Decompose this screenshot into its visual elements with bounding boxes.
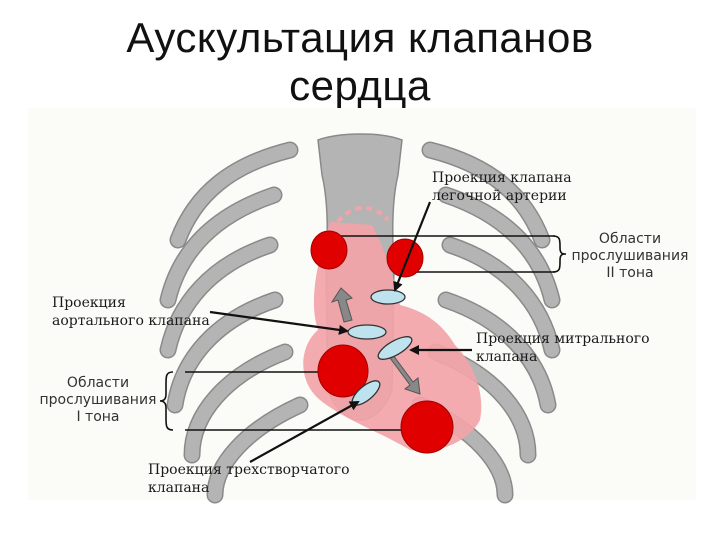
mitral-valve (377, 336, 413, 360)
tricuspid-valve-label: Проекция трехстворчатого клапана (148, 461, 350, 497)
flow-arrow-up (330, 287, 353, 323)
pulmonary-valve (370, 289, 406, 305)
aortic-valve (347, 324, 387, 340)
second-tone-line-3: II тона (606, 265, 654, 281)
aortic-pointer (209, 310, 349, 335)
page-title: Аускультация клапанов сердца (0, 14, 720, 110)
mitral-label-line-2: клапана (476, 349, 538, 365)
pointer-lines (209, 201, 472, 463)
pulmonary-valve-label: Проекция клапана легочной артерии (432, 169, 572, 205)
auscultation-areas (310, 230, 454, 454)
first-tone-line-2: прослушивания (39, 392, 157, 408)
pulmonary-pointer (393, 201, 432, 292)
mitral-label-line-1: Проекция митрального (476, 331, 650, 347)
flow-arrow-down (389, 354, 421, 395)
aortic-valve-label: Проекция аортального клапана (52, 294, 210, 330)
title-line-1: Аускультация клапанов (126, 14, 594, 61)
horizontal-guides (185, 235, 555, 431)
second-tone-region-label: Области прослушивания II тона (568, 231, 692, 282)
aortic-area-circle (310, 230, 348, 270)
pulmonary-area-circle (386, 238, 424, 278)
rib-cage (159, 141, 561, 504)
mitral-valve-label: Проекция митрального клапана (476, 330, 650, 366)
pulmonary-label-line-2: легочной артерии (432, 188, 567, 204)
heart-outline-dashes (336, 205, 390, 224)
brace-first-tone (159, 371, 174, 431)
first-tone-region-label: Области прослушивания I тона (36, 375, 160, 426)
tricuspid-label-line-2: клапана (148, 480, 210, 496)
first-tone-line-1: Области (66, 375, 130, 391)
tricuspid-pointer (249, 401, 360, 463)
first-tone-line-3: I тона (76, 409, 120, 425)
aortic-label-line-1: Проекция (52, 295, 126, 311)
tricuspid-label-line-1: Проекция трехстворчатого (148, 462, 350, 478)
brace-second-tone (552, 235, 567, 273)
mitral-area-circle (400, 400, 454, 454)
second-tone-line-1: Области (598, 231, 662, 247)
aortic-label-line-2: аортального клапана (52, 313, 210, 329)
title-line-2: сердца (289, 62, 431, 109)
second-tone-line-2: прослушивания (571, 248, 689, 264)
tricuspid-area-circle (317, 344, 369, 398)
pulmonary-label-line-1: Проекция клапана (432, 170, 572, 186)
valves (347, 289, 413, 406)
